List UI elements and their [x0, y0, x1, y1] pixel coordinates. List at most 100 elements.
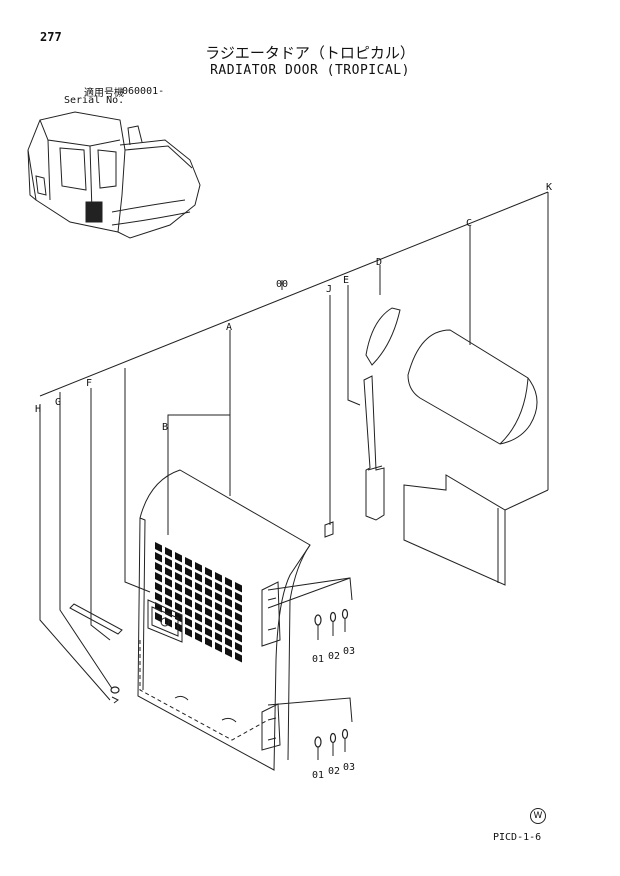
strip-part-e	[363, 375, 385, 521]
curved-cover-part-c	[407, 329, 538, 445]
manufacturer-mark: W	[530, 808, 546, 824]
mesh-cell	[155, 582, 162, 593]
callout-upper-03: 03	[343, 646, 355, 657]
radiator-door-panel	[137, 469, 311, 771]
mesh-cell	[225, 597, 232, 608]
mesh-cell	[215, 642, 222, 653]
mesh-cell	[215, 622, 222, 633]
door-hinge-upper	[261, 581, 281, 647]
mesh-cell	[205, 567, 212, 578]
page-number: 277	[40, 30, 62, 44]
serial-label-english: Serial No.	[64, 95, 125, 106]
serial-number-value: 060001-	[122, 86, 165, 97]
mesh-cell	[225, 627, 232, 638]
mesh-cell	[215, 612, 222, 623]
callout-f: F	[86, 378, 92, 389]
mesh-cell	[195, 562, 202, 573]
mesh-cell	[175, 602, 182, 613]
mesh-cell	[185, 607, 192, 618]
mesh-cell	[235, 602, 242, 613]
mesh-cell	[175, 592, 182, 603]
mesh-cell	[195, 602, 202, 613]
mesh-cell	[205, 597, 212, 608]
mesh-cell	[185, 617, 192, 628]
callout-lower-01: 01	[312, 770, 324, 781]
bolt-washer-nut-set-upper	[314, 608, 349, 640]
mesh-cell	[185, 627, 192, 638]
page-title-japanese: ラジエータドア（トロピカル）	[205, 44, 415, 62]
mesh-cell	[225, 647, 232, 658]
mesh-cell	[185, 577, 192, 588]
callout-h: H	[35, 404, 41, 415]
mesh-cell	[165, 597, 172, 608]
mesh-cell	[165, 547, 172, 558]
callout-assembly: 00	[276, 279, 288, 290]
pad-part-d	[365, 307, 401, 366]
callout-a: A	[226, 322, 232, 333]
mesh-cell	[195, 632, 202, 643]
mesh-cell	[185, 597, 192, 608]
mesh-cell	[155, 572, 162, 583]
mesh-cell	[205, 617, 212, 628]
mesh-cell	[165, 577, 172, 588]
mesh-cell	[225, 577, 232, 588]
excavator-thumbnail-illustration	[27, 111, 201, 239]
mesh-cell	[175, 572, 182, 583]
mesh-cell	[205, 587, 212, 598]
mesh-cell	[175, 552, 182, 563]
mesh-cell	[155, 552, 162, 563]
mesh-cell	[195, 622, 202, 633]
mesh-cell	[215, 602, 222, 613]
callout-lower-02: 02	[328, 766, 340, 777]
mesh-cell	[235, 642, 242, 653]
mesh-cell	[155, 592, 162, 603]
mesh-cell	[195, 572, 202, 583]
flat-plate-part-k	[403, 474, 506, 586]
mesh-cell	[195, 592, 202, 603]
page-title-english: RADIATOR DOOR (TROPICAL)	[210, 63, 410, 78]
mesh-cell	[155, 542, 162, 553]
callout-b: B	[162, 422, 168, 433]
mesh-cell	[215, 592, 222, 603]
callout-upper-01: 01	[312, 654, 324, 665]
mesh-cell	[235, 612, 242, 623]
mesh-cell	[215, 582, 222, 593]
callout-c: C	[466, 218, 472, 229]
mesh-cell	[235, 592, 242, 603]
mesh-cell	[235, 632, 242, 643]
callout-g: G	[55, 397, 61, 408]
clip-part-j	[324, 521, 334, 538]
mesh-cell	[155, 602, 162, 613]
callout-lower-03: 03	[343, 762, 355, 773]
mesh-screen-grid	[155, 542, 242, 663]
mesh-cell	[185, 567, 192, 578]
mesh-cell	[175, 582, 182, 593]
mesh-cell	[195, 582, 202, 593]
document-code: PICD-1-6	[493, 832, 542, 843]
serial-label-japanese: 適用号機	[84, 88, 124, 99]
mesh-cell	[225, 617, 232, 628]
mesh-cell	[185, 557, 192, 568]
callout-k: K	[546, 182, 552, 193]
mesh-cell	[155, 612, 162, 623]
mesh-cell	[165, 567, 172, 578]
mesh-cell	[165, 557, 172, 568]
mesh-cell	[215, 572, 222, 583]
mesh-cell	[205, 577, 212, 588]
mesh-cell	[205, 607, 212, 618]
mesh-cell	[235, 582, 242, 593]
mesh-cell	[185, 587, 192, 598]
mesh-cell	[205, 627, 212, 638]
mesh-cell	[175, 562, 182, 573]
mesh-cell	[235, 622, 242, 633]
door-lock-handle	[147, 599, 183, 643]
mesh-cell	[215, 632, 222, 643]
mesh-cell	[195, 612, 202, 623]
door-hinge-lower	[261, 703, 281, 751]
callout-upper-02: 02	[328, 651, 340, 662]
mesh-cell	[225, 587, 232, 598]
mesh-cell	[235, 652, 242, 663]
bolt-washer-nut-set-lower	[314, 728, 349, 760]
mesh-cell	[225, 637, 232, 648]
